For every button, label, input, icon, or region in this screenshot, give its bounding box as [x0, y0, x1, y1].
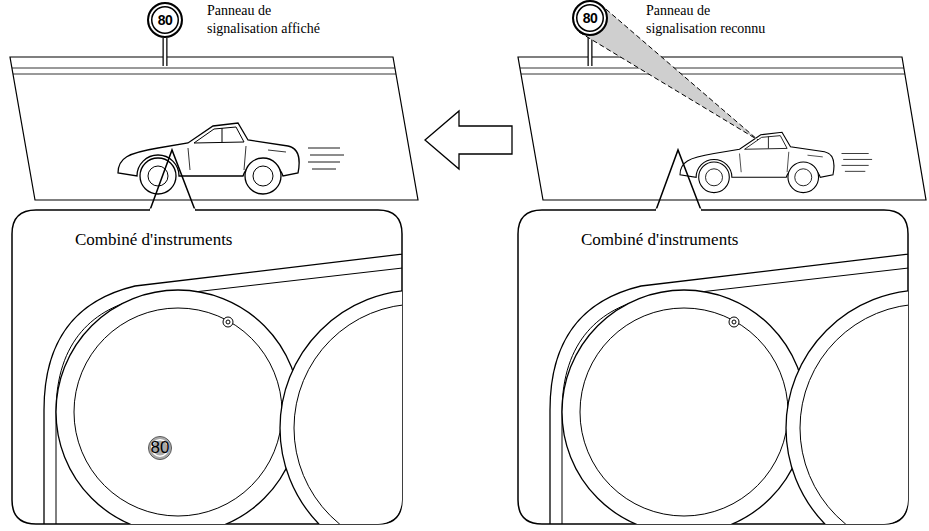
speed-value: 80: [583, 11, 598, 25]
speed-value: 80: [158, 13, 173, 27]
callout-heading: Combiné d'instruments: [581, 230, 738, 250]
road-left: [10, 38, 418, 200]
callout-heading: Combiné d'instruments: [75, 230, 232, 250]
speed-sign: 80: [147, 2, 183, 38]
sign-caption: Panneau de signalisation affiché: [207, 2, 339, 38]
speed-badge: 80: [148, 436, 172, 460]
callout-box: Combiné d'instruments 80: [12, 210, 402, 524]
callout-box: Combiné d'instruments: [518, 210, 908, 524]
transition-arrow: [425, 111, 512, 169]
speed-sign: 80: [572, 0, 608, 36]
sign-caption: Panneau de signalisation reconnu: [646, 2, 778, 38]
speed-value: 80: [151, 438, 170, 458]
